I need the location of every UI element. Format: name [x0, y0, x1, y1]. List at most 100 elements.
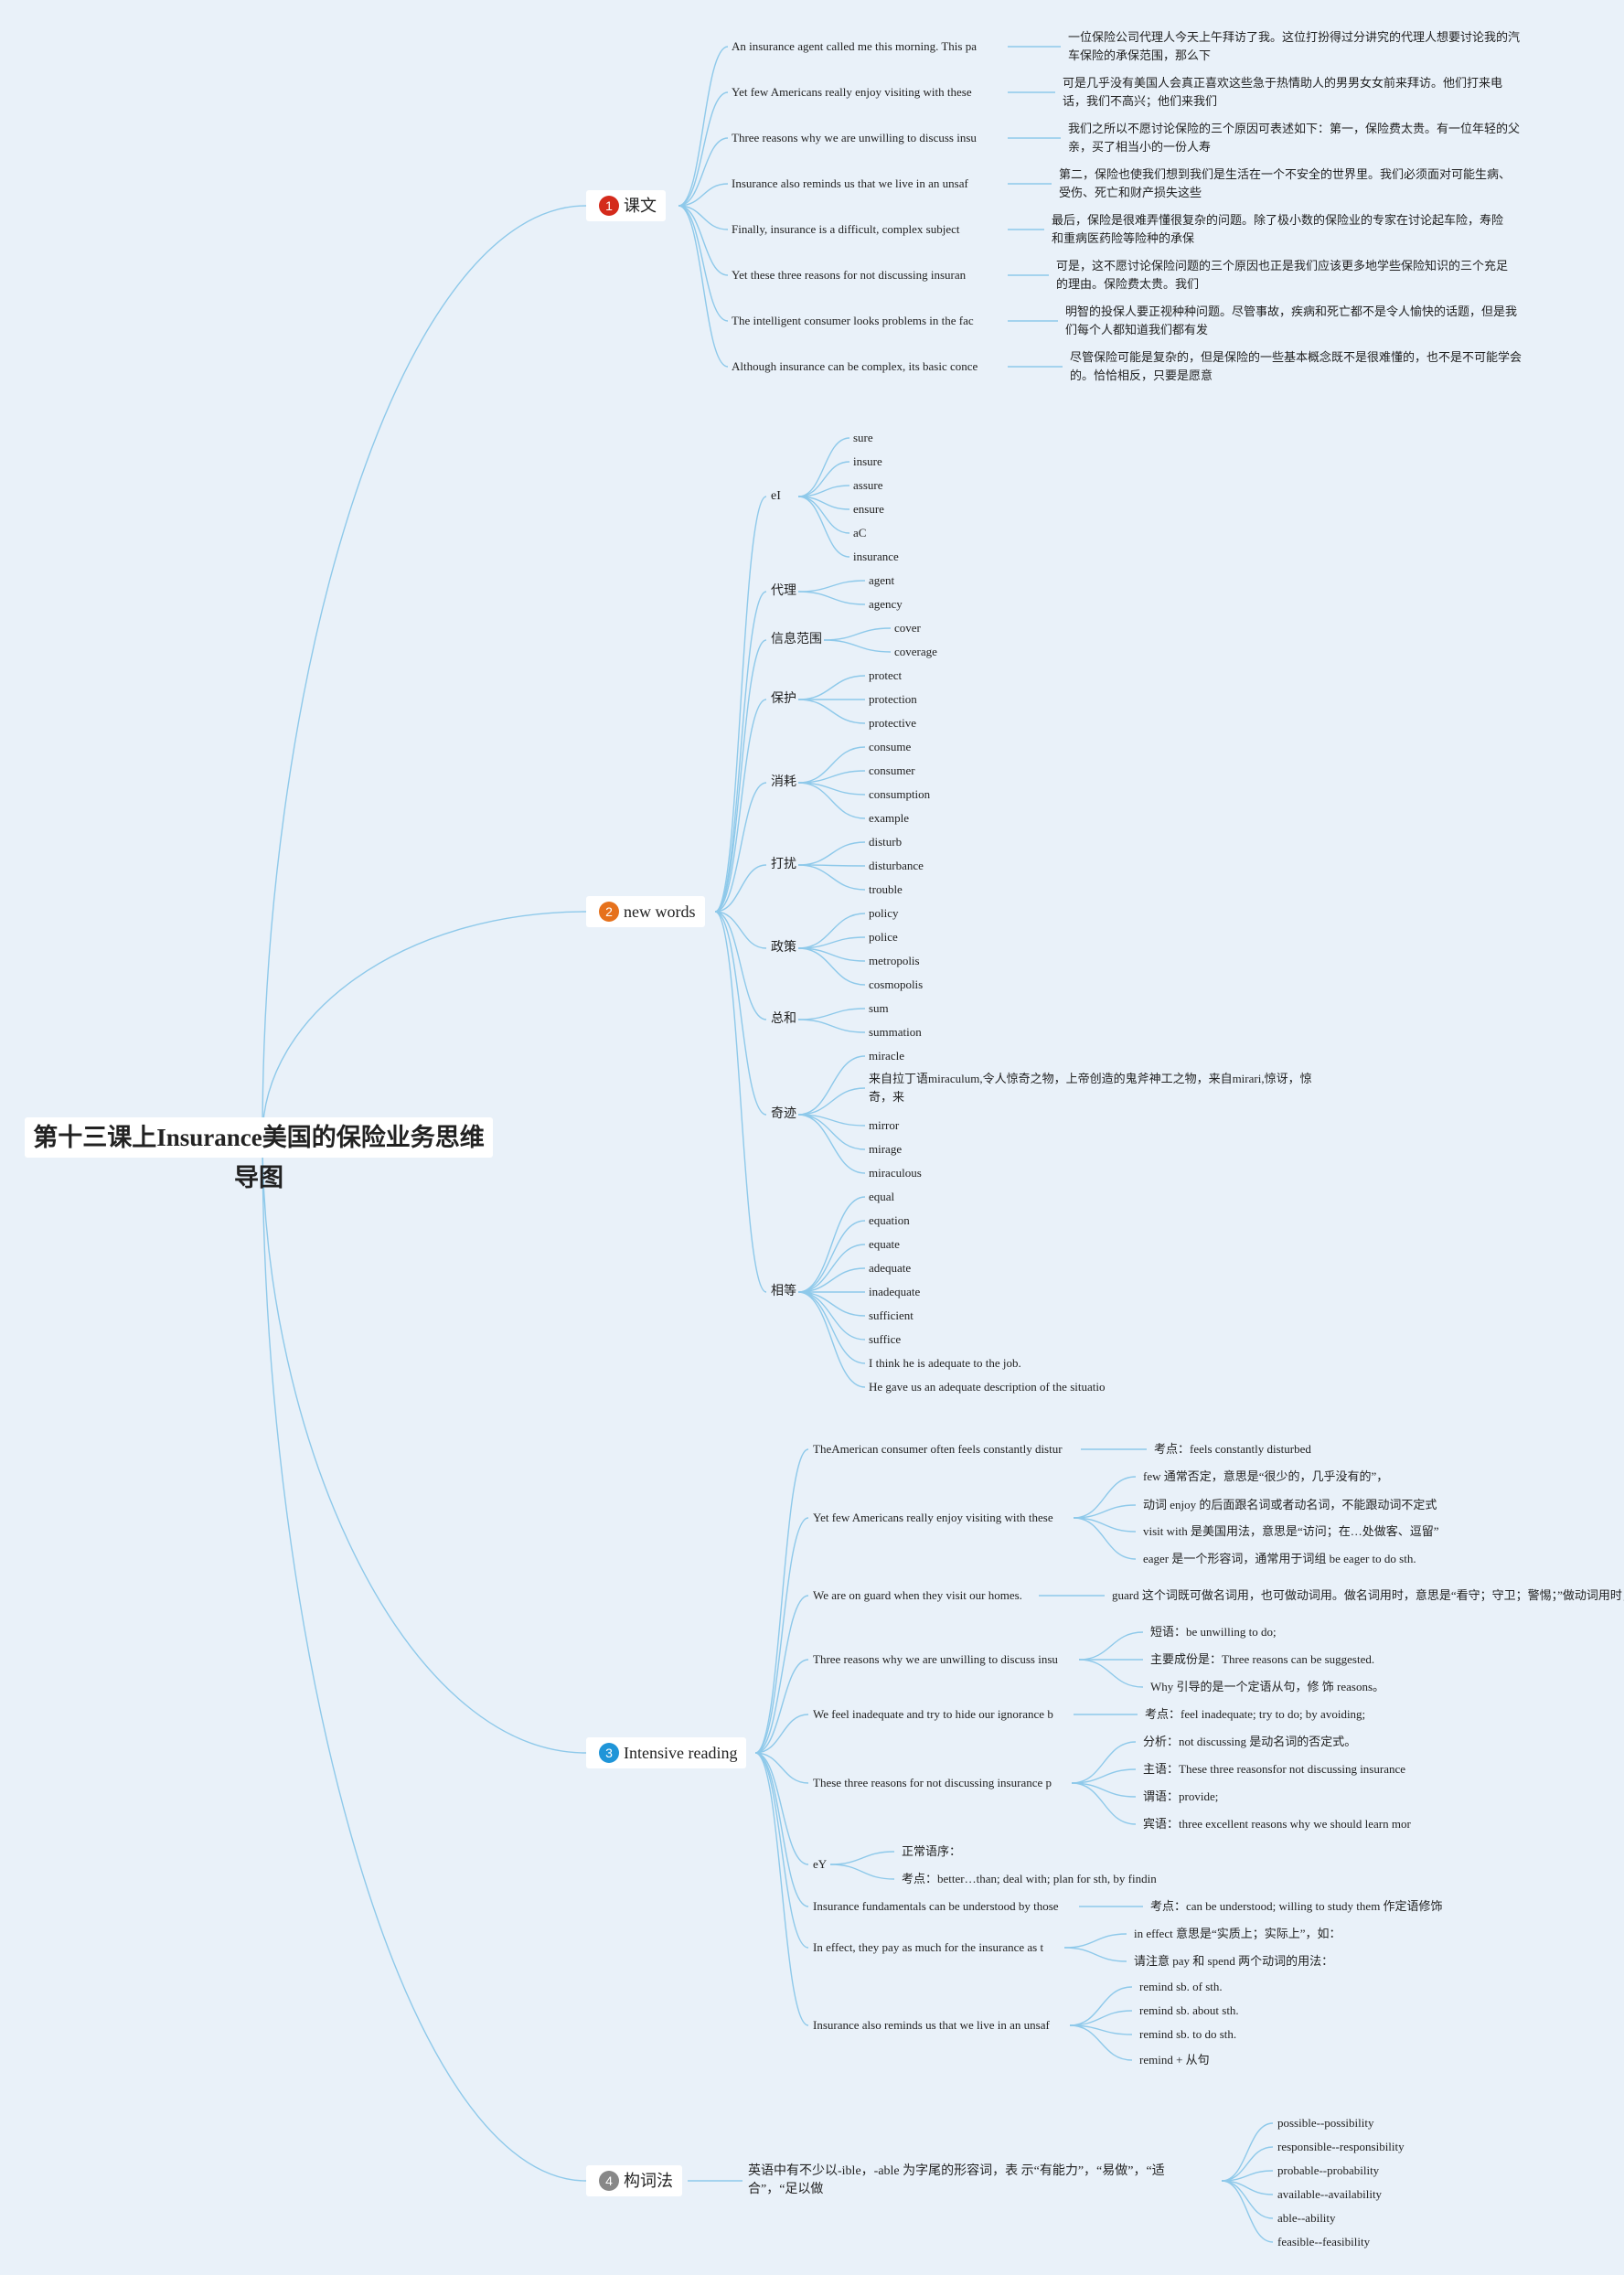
word-pair[interactable]: possible--possibility	[1277, 2116, 1374, 2130]
reading-note[interactable]: 宾语：three excellent reasons why we should…	[1143, 1817, 1411, 1831]
vocabulary-word[interactable]: miracle	[869, 1049, 904, 1063]
reading-note[interactable]: eager 是一个形容词，通常用于词组 be eager to do sth.	[1143, 1552, 1416, 1565]
word-group-label[interactable]: 奇迹	[771, 1107, 796, 1121]
vocabulary-word[interactable]: ensure	[853, 502, 884, 516]
reading-note[interactable]: 请注意 pay 和 spend 两个动词的用法：	[1134, 1954, 1334, 1968]
vocabulary-word[interactable]: metropolis	[869, 954, 920, 967]
reading-note[interactable]: 短语：be unwilling to do;	[1150, 1625, 1277, 1639]
reading-sentence[interactable]: Yet few Americans really enjoy visiting …	[813, 1511, 1053, 1524]
vocabulary-word[interactable]: protection	[869, 692, 917, 706]
vocabulary-word[interactable]: consumption	[869, 787, 931, 801]
reading-note[interactable]: Why 引导的是一个定语从句，修 饰 reasons。	[1150, 1680, 1385, 1693]
vocabulary-word[interactable]: trouble	[869, 882, 903, 896]
word-group-label[interactable]: 信息范围	[771, 633, 822, 646]
vocabulary-word[interactable]: suffice	[869, 1332, 902, 1346]
vocabulary-word[interactable]: sum	[869, 1001, 889, 1015]
vocabulary-word[interactable]: cover	[894, 621, 921, 635]
vocabulary-word[interactable]: insurance	[853, 550, 899, 563]
reading-note[interactable]: 动词 enjoy 的后面跟名词或者动名词，不能跟动词不定式	[1143, 1498, 1437, 1511]
vocabulary-word[interactable]: consumer	[869, 764, 915, 777]
reading-note[interactable]: 考点：feels constantly disturbed	[1154, 1442, 1311, 1456]
reading-sentence[interactable]: We are on guard when they visit our home…	[813, 1588, 1022, 1602]
lesson-translation[interactable]: 一位保险公司代理人今天上午拜访了我。这位打扮得过分讲究的代理人想要讨论我的汽车保…	[1068, 30, 1521, 62]
lesson-sentence[interactable]: Although insurance can be complex, its b…	[732, 359, 978, 373]
reading-sentence[interactable]: eY	[813, 1857, 828, 1871]
lesson-translation[interactable]: 可是，这不愿讨论保险问题的三个原因也正是我们应该更多地学些保险知识的三个充足的理…	[1056, 259, 1509, 291]
vocabulary-word[interactable]: 来自拉丁语miraculum,令人惊奇之物，上帝创造的鬼斧神工之物，来自mira…	[869, 1072, 1312, 1104]
vocabulary-word[interactable]: equation	[869, 1213, 910, 1227]
vocabulary-word[interactable]: sure	[853, 431, 873, 444]
word-pair[interactable]: able--ability	[1277, 2211, 1336, 2225]
vocabulary-word[interactable]: summation	[869, 1025, 922, 1039]
vocabulary-word[interactable]: cosmopolis	[869, 977, 924, 991]
reading-sentence[interactable]: We feel inadequate and try to hide our i…	[813, 1707, 1053, 1721]
vocabulary-word[interactable]: mirage	[869, 1142, 903, 1156]
lesson-sentence[interactable]: An insurance agent called me this mornin…	[732, 39, 977, 53]
reading-note[interactable]: remind + 从句	[1139, 2053, 1210, 2067]
vocabulary-word[interactable]: disturbance	[869, 859, 924, 872]
vocabulary-word[interactable]: disturb	[869, 835, 903, 849]
reading-note[interactable]: visit with 是美国用法，意思是“访问；在…处做客、逗留”	[1143, 1524, 1439, 1538]
reading-note[interactable]: 主要成份是：Three reasons can be suggested.	[1150, 1652, 1375, 1666]
vocabulary-word[interactable]: He gave us an adequate description of th…	[869, 1380, 1106, 1394]
vocabulary-word[interactable]: protect	[869, 668, 903, 682]
reading-note[interactable]: 分析：not discussing 是动名词的否定式。	[1143, 1735, 1357, 1748]
reading-note[interactable]: 正常语序：	[902, 1844, 962, 1858]
lesson-sentence[interactable]: Yet these three reasons for not discussi…	[732, 268, 967, 282]
reading-sentence[interactable]: Three reasons why we are unwilling to di…	[813, 1652, 1058, 1666]
word-group-label[interactable]: 打扰	[771, 858, 796, 871]
vocabulary-word[interactable]: I think he is adequate to the job.	[869, 1356, 1021, 1370]
lesson-sentence[interactable]: The intelligent consumer looks problems …	[732, 314, 974, 327]
lesson-sentence[interactable]: Yet few Americans really enjoy visiting …	[732, 85, 972, 99]
root-topic[interactable]: 第十三课上Insurance美国的保险业务思维导图	[25, 1117, 493, 1191]
vocabulary-word[interactable]: mirror	[869, 1118, 900, 1132]
vocabulary-word[interactable]: consume	[869, 740, 912, 753]
word-pair[interactable]: responsible--responsibility	[1277, 2140, 1405, 2153]
vocabulary-word[interactable]: miraculous	[869, 1166, 922, 1180]
vocabulary-word[interactable]: inadequate	[869, 1285, 921, 1298]
reading-note[interactable]: 考点：better…than; deal with; plan for sth,…	[902, 1872, 1157, 1885]
word-group-label[interactable]: 总和	[771, 1012, 796, 1026]
vocabulary-word[interactable]: example	[869, 811, 910, 825]
lesson-sentence[interactable]: Insurance also reminds us that we live i…	[732, 176, 968, 190]
reading-sentence[interactable]: Insurance fundamentals can be understood…	[813, 1899, 1059, 1913]
word-formation-intro[interactable]: 英语中有不少以-ible，-able 为字尾的形容词，表 示“有能力”，“易做”…	[748, 2164, 1165, 2196]
reading-sentence[interactable]: Insurance also reminds us that we live i…	[813, 2018, 1050, 2032]
lesson-translation[interactable]: 最后，保险是很难弄懂很复杂的问题。除了极小数的保险业的专家在讨论起车险，寿险和重…	[1052, 213, 1504, 245]
vocabulary-word[interactable]: aC	[853, 526, 867, 539]
reading-note[interactable]: 谓语：provide;	[1143, 1789, 1219, 1803]
reading-note[interactable]: remind sb. of sth.	[1139, 1980, 1223, 1993]
lesson-translation[interactable]: 可是几乎没有美国人会真正喜欢这些急于热情助人的男男女女前来拜访。他们打来电话，我…	[1063, 76, 1503, 108]
reading-sentence[interactable]: TheAmerican consumer often feels constan…	[813, 1442, 1063, 1456]
lesson-sentence[interactable]: Finally, insurance is a difficult, compl…	[732, 222, 960, 236]
vocabulary-word[interactable]: agent	[869, 573, 895, 587]
word-group-label[interactable]: eI	[771, 489, 781, 503]
word-pair[interactable]: feasible--feasibility	[1277, 2235, 1371, 2248]
reading-note[interactable]: remind sb. about sth.	[1139, 2003, 1239, 2017]
lesson-translation[interactable]: 尽管保险可能是复杂的，但是保险的一些基本概念既不是很难懂的，也不是不可能学会的。…	[1070, 350, 1522, 382]
lesson-sentence[interactable]: Three reasons why we are unwilling to di…	[732, 131, 977, 144]
reading-sentence[interactable]: In effect, they pay as much for the insu…	[813, 1940, 1044, 1954]
vocabulary-word[interactable]: police	[869, 930, 898, 944]
reading-note[interactable]: in effect 意思是“实质上；实际上”，如：	[1134, 1927, 1341, 1940]
lesson-translation[interactable]: 我们之所以不愿讨论保险的三个原因可表述如下：第一，保险费太贵。有一位年轻的父亲，…	[1068, 122, 1521, 154]
reading-note[interactable]: remind sb. to do sth.	[1139, 2027, 1237, 2041]
lesson-translation[interactable]: 明智的投保人要正视种种问题。尽管事故，疾病和死亡都不是令人愉快的话题，但是我们每…	[1065, 304, 1518, 336]
vocabulary-word[interactable]: equate	[869, 1237, 900, 1251]
reading-note[interactable]: few 通常否定，意思是“很少的，几乎没有的”，	[1143, 1469, 1389, 1483]
word-group-label[interactable]: 保护	[771, 692, 796, 706]
vocabulary-word[interactable]: equal	[869, 1190, 895, 1203]
vocabulary-word[interactable]: protective	[869, 716, 916, 730]
vocabulary-word[interactable]: sufficient	[869, 1308, 914, 1322]
reading-note[interactable]: 考点：feel inadequate; try to do; by avoidi…	[1145, 1707, 1366, 1721]
vocabulary-word[interactable]: assure	[853, 478, 883, 492]
reading-note[interactable]: 考点：can be understood; willing to study t…	[1150, 1899, 1443, 1913]
vocabulary-word[interactable]: agency	[869, 597, 903, 611]
vocabulary-word[interactable]: adequate	[869, 1261, 912, 1275]
word-group-label[interactable]: 政策	[771, 941, 796, 955]
reading-sentence[interactable]: These three reasons for not discussing i…	[813, 1776, 1052, 1789]
